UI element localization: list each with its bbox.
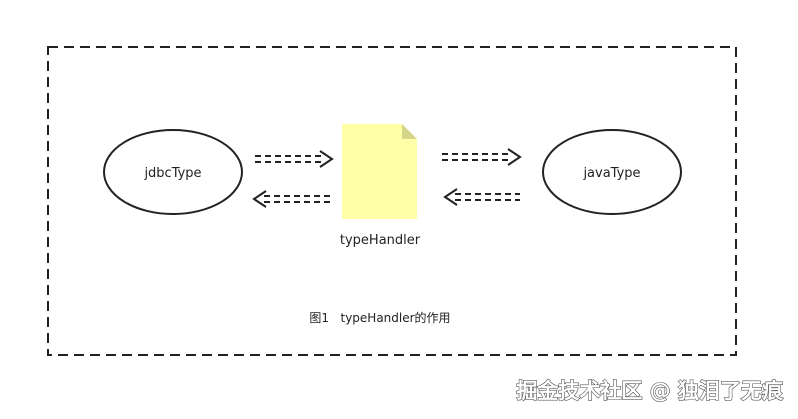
dashed-frame xyxy=(47,46,737,356)
jdbc-type-label: jdbcType xyxy=(143,166,201,181)
figure-caption: 图1 typeHandler的作用 xyxy=(309,310,450,325)
type-handler-node: typeHandler xyxy=(340,124,421,248)
java-type-node: javaType xyxy=(542,129,682,215)
arrow-java-to-handler xyxy=(443,188,520,206)
java-type-ellipse xyxy=(542,129,682,215)
arrow-handler-to-java xyxy=(442,148,522,166)
arrow-jdbc-to-handler xyxy=(255,150,334,168)
type-handler-document-fold xyxy=(402,124,417,139)
type-handler-document-shape xyxy=(342,124,417,219)
jdbc-type-ellipse xyxy=(103,129,243,215)
arrow-handler-to-jdbc xyxy=(252,190,330,208)
watermark-text: 掘金技术社区 @ 独泪了无痕 xyxy=(516,379,784,403)
jdbc-type-node: jdbcType xyxy=(103,129,243,215)
java-type-label: javaType xyxy=(582,166,640,181)
type-handler-label: typeHandler xyxy=(340,233,421,248)
